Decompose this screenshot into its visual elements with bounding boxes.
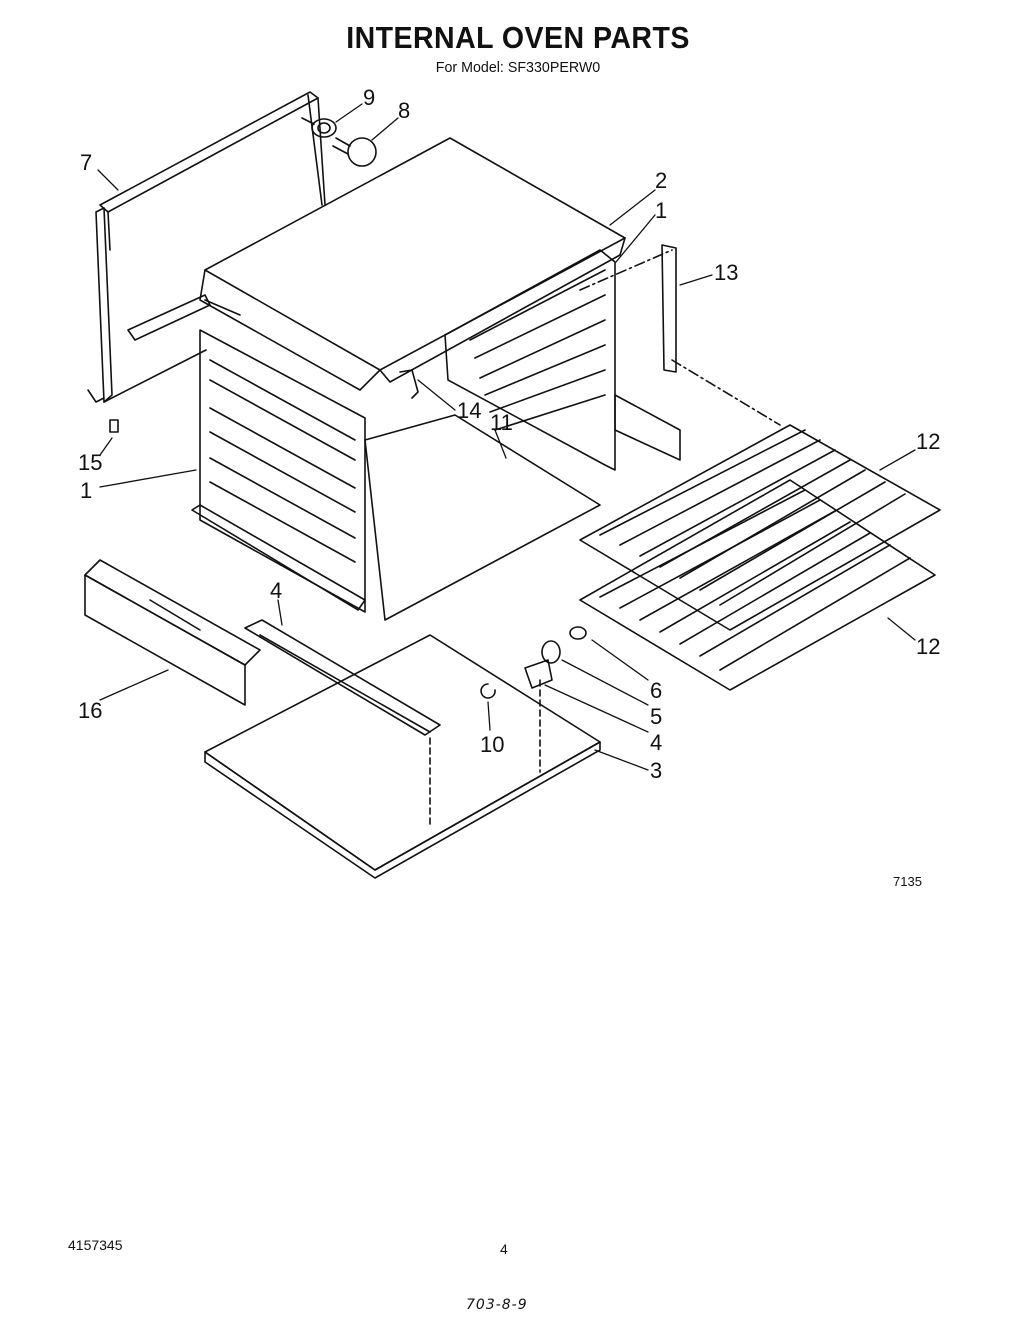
callout-2: 2 (655, 168, 667, 193)
part-7-back-panel (87, 91, 326, 433)
part-6-screw (569, 626, 587, 640)
model-subtitle: For Model: SF330PERW0 (435, 59, 601, 76)
callout-4-top: 4 (270, 578, 282, 603)
callout-10: 10 (480, 732, 504, 757)
part-11-oven-bottom (364, 414, 601, 621)
part-2-top-cover (199, 137, 626, 391)
part-9-lamp-socket (301, 117, 337, 138)
callout-11: 11 (490, 410, 513, 435)
callout-12-lower: 12 (916, 634, 940, 659)
handwritten-note: 703-8-9 (466, 1297, 528, 1313)
callout-13: 13 (714, 260, 738, 285)
figure-number: 7135 (893, 874, 922, 889)
callout-8: 8 (398, 98, 410, 123)
callout-16: 16 (78, 698, 102, 723)
callout-1-left: 1 (80, 478, 92, 503)
callout-12-upper: 12 (916, 429, 940, 454)
callout-4-right: 4 (650, 730, 662, 755)
callout-5: 5 (650, 704, 662, 729)
part-14-clip (399, 369, 419, 399)
part-13-trim-strip (579, 244, 781, 426)
callout-labels: 9 8 7 2 1 13 12 14 11 15 1 4 12 6 5 4 3 … (78, 85, 940, 783)
page-number: 4 (500, 1241, 508, 1257)
callout-9: 9 (363, 85, 375, 110)
part-16-front-panel (84, 559, 261, 706)
callout-15: 15 (78, 450, 102, 475)
part-8-light-bulb (332, 137, 377, 167)
callout-3: 3 (650, 758, 662, 783)
part-4-burner-bracket (244, 619, 441, 736)
callout-14: 14 (457, 398, 481, 423)
leader-lines (97, 103, 916, 771)
part-12-oven-rack-upper (579, 424, 941, 631)
callout-6: 6 (650, 678, 662, 703)
part-3-bottom-frame (204, 634, 601, 879)
callout-7: 7 (80, 150, 92, 175)
page-title: INTERNAL OVEN PARTS (346, 20, 690, 55)
part-10-retaining-clip (480, 683, 496, 699)
part-12-oven-rack-lower (579, 479, 936, 691)
part-1-left-side-panel (127, 294, 366, 613)
part-1-right-side-panel (444, 249, 681, 471)
callout-1-right: 1 (655, 198, 667, 223)
part-number: 4157345 (68, 1237, 123, 1253)
part-5-ignitor (524, 640, 561, 689)
